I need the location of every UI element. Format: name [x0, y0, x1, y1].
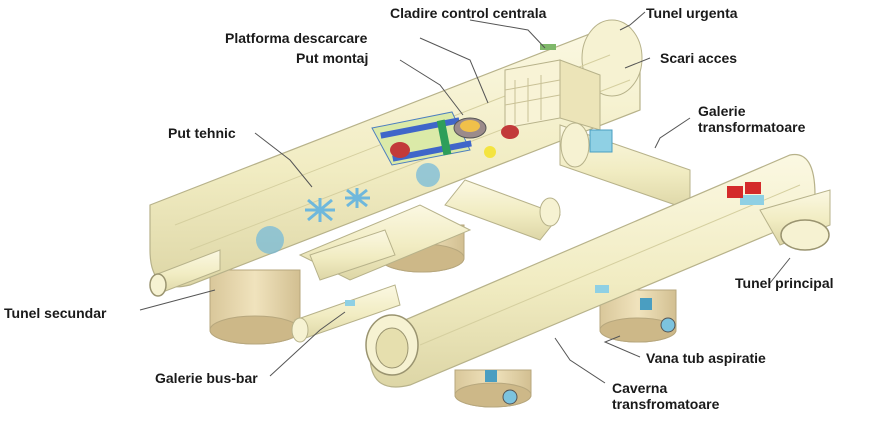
control-building [504, 44, 601, 131]
label-galerie-line1: Galerie [698, 103, 746, 119]
red-transformers [727, 182, 761, 198]
label-vana-tub-aspiratie: Vana tub aspiratie [646, 350, 766, 366]
main-tunnel [759, 189, 831, 251]
draft-tube-outlets [485, 298, 676, 405]
red-tanks [390, 125, 519, 158]
label-tunel-secundar: Tunel secundar [4, 305, 107, 321]
front-shaft-right [599, 289, 677, 343]
label-scari-acces: Scari acces [660, 50, 738, 66]
busbar-gallery [291, 229, 401, 343]
montage-shaft [453, 117, 487, 139]
secondary-tunnel [149, 249, 221, 297]
left-shaft [209, 269, 301, 345]
label-platforma-descarcare: Platforma descarcare [225, 30, 368, 46]
label-tunel-urgenta: Tunel urgenta [646, 5, 738, 21]
label-caverna-line1: Caverna [612, 380, 668, 396]
label-galerie-line2: transformatoare [698, 119, 806, 135]
label-tunel-principal: Tunel principal [735, 275, 834, 291]
label-put-tehnic: Put tehnic [168, 125, 236, 141]
label-cladire-control: Cladire control centrala [390, 5, 547, 21]
leader-lines [139, 11, 791, 384]
turbine-stars [256, 163, 440, 254]
loading-platform [371, 111, 472, 166]
label-galerie-transformatoare: Galerie transformatoare [698, 103, 805, 135]
label-put-montaj: Put montaj [296, 50, 369, 66]
front-cavern [365, 153, 816, 388]
label-caverna-transfromatoare: Caverna transfromatoare [612, 380, 719, 412]
label-galerie-bus-bar: Galerie bus-bar [155, 370, 258, 386]
label-caverna-line2: transfromatoare [612, 396, 720, 412]
transformer-gallery [559, 122, 691, 211]
